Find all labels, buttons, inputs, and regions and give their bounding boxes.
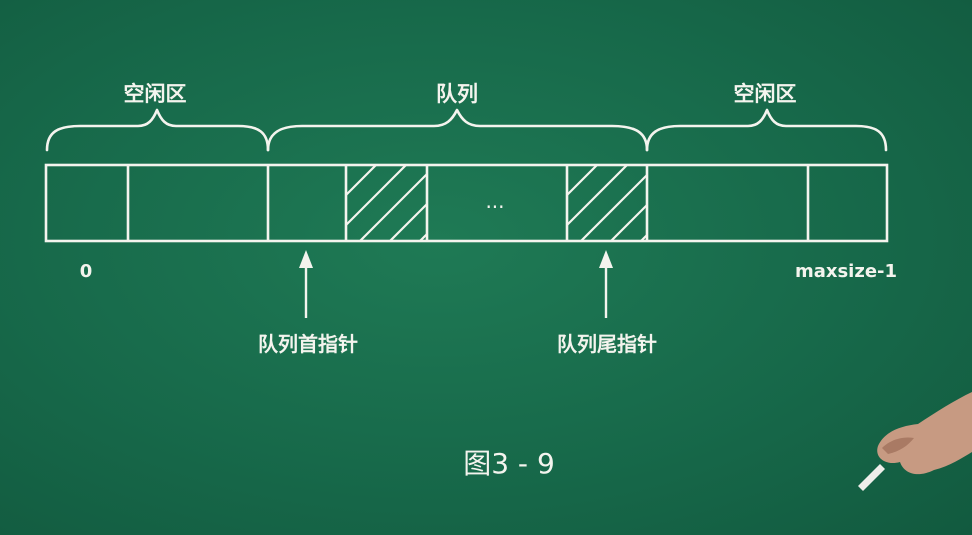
free-area-left-label: 空闲区	[124, 82, 187, 106]
free-area-right-label: 空闲区	[734, 82, 797, 106]
tail-pointer-arrow	[599, 250, 613, 318]
chalk-stick	[858, 464, 885, 491]
hatched-cell-tail	[567, 165, 647, 241]
presenter-hand	[858, 392, 972, 491]
figure-caption: 图3 - 9	[463, 447, 555, 480]
free-area-left-brace	[45, 108, 270, 152]
queue-label: 队列	[436, 82, 478, 106]
index-zero-label: 0	[80, 261, 93, 282]
ellipsis-label: ...	[485, 189, 504, 213]
queue-brace	[266, 108, 649, 152]
array-outline	[44, 163, 889, 243]
index-max-label: maxsize-1	[795, 261, 897, 282]
free-area-right-brace	[645, 108, 888, 152]
queue-array: ...	[44, 163, 889, 243]
head-pointer-label: 队列首指针	[258, 332, 358, 356]
head-pointer-arrow	[299, 250, 313, 318]
tail-pointer-label: 队列尾指针	[557, 332, 657, 356]
hatched-cell-head	[346, 165, 427, 241]
